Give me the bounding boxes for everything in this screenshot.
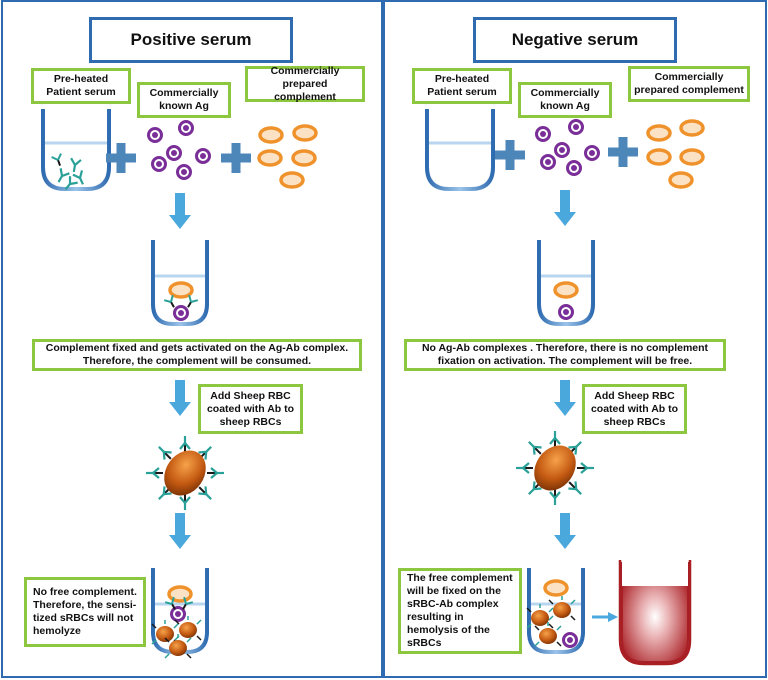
plus-icon [221,143,251,173]
mixing-tube [151,238,209,326]
plus-icon [495,140,525,170]
plus-icon [608,137,638,167]
complement-group [646,119,705,189]
result-note: No Ag-Ab complexes . Therefore, there is… [404,339,726,371]
negative-serum-title: Negative serum [473,17,677,63]
final-tube-positive [151,566,209,659]
down-arrow-icon [169,380,191,416]
final-note: The free complement will be fixed on the… [398,568,522,654]
antigen-group [535,119,600,176]
final-tube-negative [526,566,585,654]
positive-serum-panel [1,0,383,678]
down-arrow-icon [169,193,191,229]
positive-serum-tube [41,107,111,194]
sensitized-rbc [516,431,594,505]
negative-serum-panel [383,0,767,678]
complement-group [257,124,318,189]
down-arrow-icon [554,513,576,549]
negative-serum-tube [425,107,495,191]
antigen-label: Commercially known Ag [137,82,231,118]
add-rbc-note: Add Sheep RBC coated with Ab to sheep RB… [582,384,687,434]
patient-serum-label: Pre-heated Patient serum [412,68,512,104]
complement-label: Commercially prepared complement [628,66,750,102]
complement-label: Commercially prepared complement [245,65,365,103]
sensitized-rbc [146,436,224,510]
final-note: No free complement. Therefore, the sensi… [24,577,146,647]
hemolysis-tube [618,560,692,666]
result-note: Complement fixed and gets activated on t… [32,339,362,371]
antigen-label: Commercially known Ag [518,82,612,118]
down-arrow-icon [169,513,191,549]
positive-serum-title: Positive serum [89,17,293,63]
down-arrow-icon [554,380,576,416]
right-arrow-icon [592,612,618,622]
antigen-group [147,120,211,180]
mixing-tube-negative [537,238,595,326]
add-rbc-note: Add Sheep RBC coated with Ab to sheep RB… [198,384,303,434]
patient-serum-label: Pre-heated Patient serum [31,68,131,104]
down-arrow-icon [554,190,576,226]
